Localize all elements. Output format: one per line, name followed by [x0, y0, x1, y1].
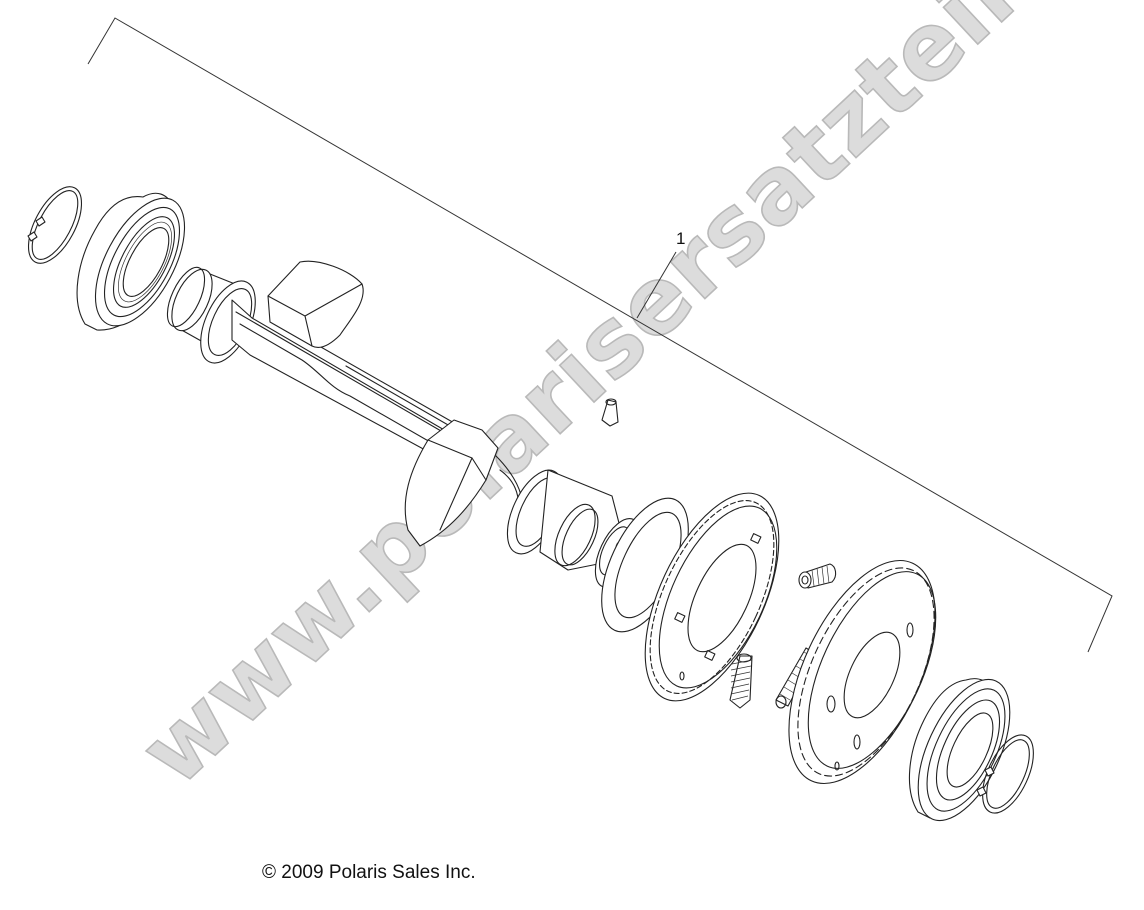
crank-web-left[interactable] [267, 260, 364, 348]
gear-secondary[interactable] [759, 539, 966, 806]
crank-web-right[interactable] [404, 419, 531, 547]
retaining-ring-left[interactable] [18, 179, 93, 272]
copyright-text: 2009 Polaris Sales Inc. [281, 862, 476, 883]
ball-bearing-right[interactable] [899, 666, 1028, 834]
copyright-symbol: © [262, 862, 276, 883]
copyright-notice: © 2009 Polaris Sales Inc. [262, 862, 476, 884]
callout-1[interactable]: 1 [636, 229, 685, 319]
spring-1[interactable] [729, 653, 753, 709]
crank-pin-key[interactable] [601, 398, 619, 427]
set-screw[interactable] [798, 563, 837, 589]
ball-bearing-left[interactable] [76, 184, 203, 340]
callout-label: 1 [676, 229, 685, 248]
assembly-bracket [87, 17, 1113, 653]
gear-primary[interactable] [618, 474, 807, 721]
retaining-ring-right[interactable] [972, 727, 1044, 820]
